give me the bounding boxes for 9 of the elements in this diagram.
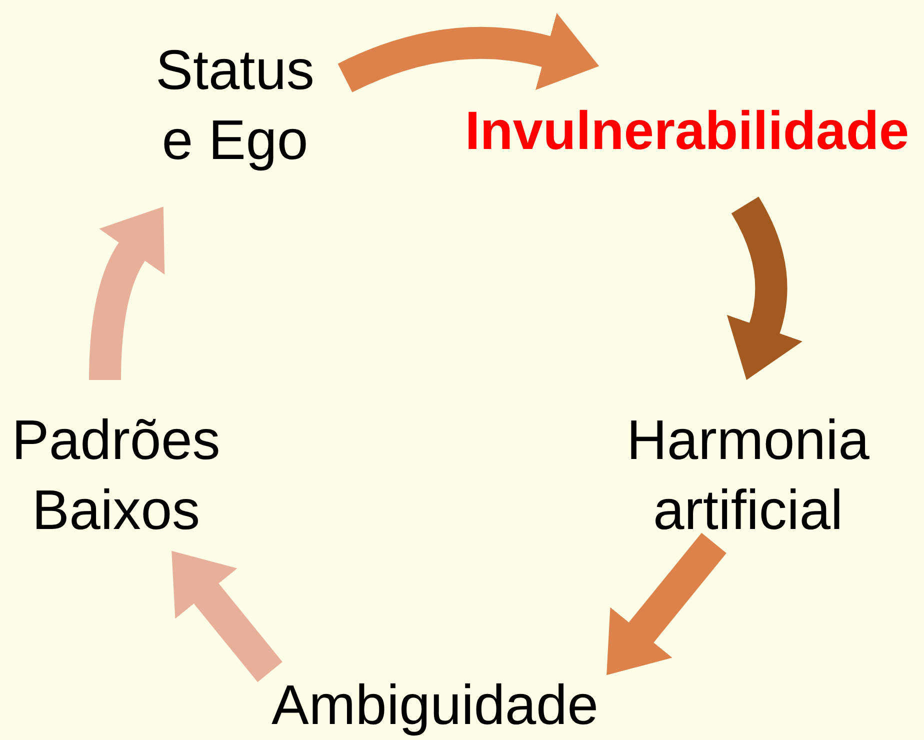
cycle-label: Harmonia artificial	[626, 407, 870, 543]
curved-arrow	[338, 12, 600, 92]
curved-arrow	[172, 550, 282, 682]
cycle-label: Status e Ego	[154, 37, 316, 173]
curved-arrow	[606, 532, 726, 676]
cycle-label: Invulnerabilidade	[464, 100, 910, 163]
curved-arrow	[89, 205, 166, 380]
cycle-label: Padrões Baixos	[10, 407, 222, 543]
cycle-label: Ambiguidade	[270, 672, 600, 738]
